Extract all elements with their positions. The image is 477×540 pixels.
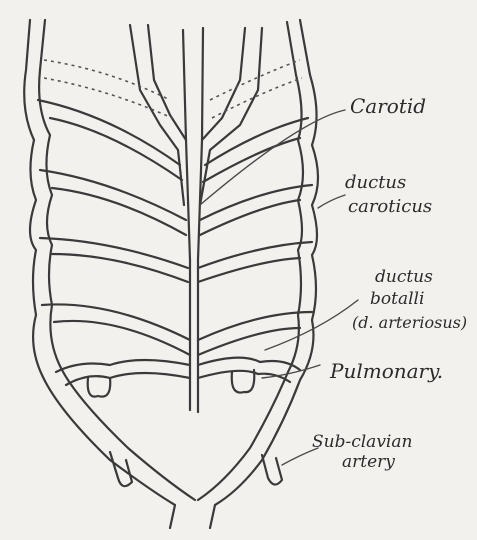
label-pulmonary: Pulmonary. (329, 359, 443, 383)
systemic-arches (40, 170, 312, 235)
label-ductus-botalli-1: ductus (375, 267, 433, 287)
carotid-arches (44, 60, 302, 118)
label-subclavian-1: Sub-clavian (312, 432, 412, 452)
third-arches (40, 238, 312, 282)
label-subclavian-2: artery (342, 452, 395, 472)
external-carotids (130, 25, 262, 205)
label-ductus-botalli-2: botalli (370, 289, 424, 309)
label-ductus-caroticus-2: caroticus (348, 196, 432, 217)
pulmonary-arches (56, 358, 300, 397)
ductus-caroticus-arches (38, 100, 308, 182)
label-ductus-caroticus-1: ductus (345, 172, 406, 193)
label-ductus-botalli-3: (d. arteriosus) (352, 313, 467, 332)
label-carotid: Carotid (350, 94, 426, 118)
leader-lines (200, 110, 358, 465)
